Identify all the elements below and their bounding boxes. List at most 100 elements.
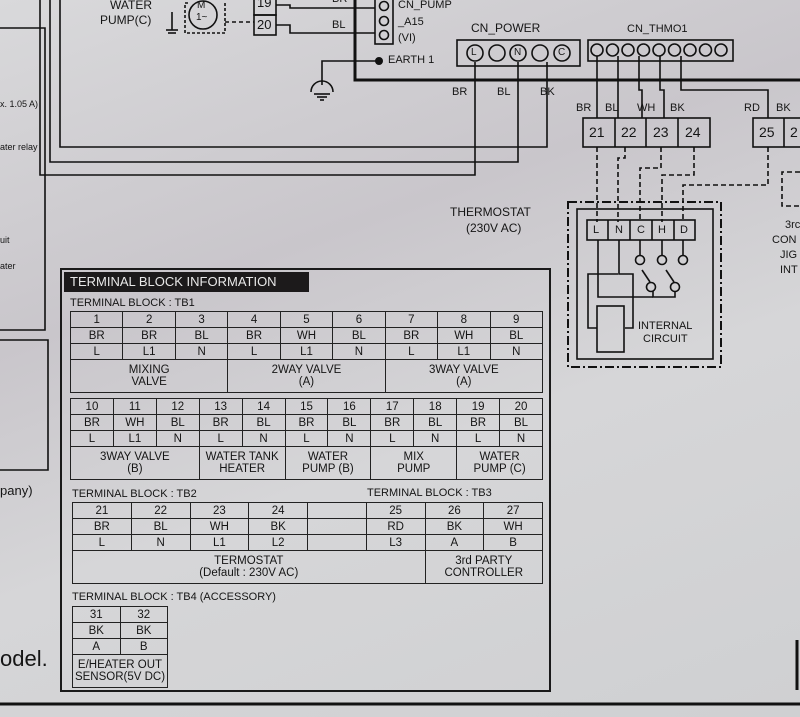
tb2-label: TERMINAL BLOCK : TB2 [72,488,197,500]
motor-label: 1~ [196,12,208,23]
panel-title: TERMINAL BLOCK INFORMATION [64,272,309,292]
motor-label: M [197,0,206,11]
table-cell: 10 [70,398,114,415]
table-cell: 31 [72,606,121,623]
table-cell: L1 [122,343,176,360]
left-text-fragment: ater relay [0,142,38,152]
water-pump-label: WATER [110,0,152,12]
table-cell: BR [70,414,114,431]
device-label: 3WAY VALVE(A) [384,359,544,393]
thermostat-pin: D [680,224,688,236]
terminal-20: 20 [257,17,272,32]
cn-thmo1-label: CN_THMO1 [627,23,688,35]
table-cell: L1 [437,343,491,360]
device-label-line: CONTROLLER [444,567,524,579]
wire-label: BK [540,86,555,98]
table-cell: L1 [189,534,250,551]
table-cell: 8 [437,311,491,328]
table-cell: BR [456,414,501,431]
table-cell: L2 [248,534,308,551]
table-cell: 19 [456,398,501,415]
table-cell: 22 [130,502,191,519]
cn-thmo1-pin [652,43,666,57]
table-cell: 15 [284,398,329,415]
tb4-label: TERMINAL BLOCK : TB4 (ACCESSORY) [72,591,276,603]
terminal-21: 21 [589,124,605,140]
table-cell: 18 [413,398,458,415]
table-cell: 7 [384,311,439,328]
cn-thmo1-pin [590,43,604,57]
table-cell: 6 [332,311,386,328]
cn-thmo1-pin [636,43,651,57]
table-cell: BL [155,414,200,431]
empty-cell [307,534,367,551]
left-text-fragment: x. 1.05 A) [0,99,39,109]
table-cell: BR [370,414,415,431]
table-cell: BR [72,518,132,535]
left-text-fragment: odel. [0,646,48,671]
table-cell: 21 [72,502,132,519]
table-cell: L [70,430,114,447]
table-cell: A [424,534,485,551]
device-label-line: MIX [403,451,424,463]
cn-thmo1-pin [698,43,713,57]
third-party-label: INT [780,264,798,276]
table-cell: N [241,430,286,447]
device-label-line: PUMP [397,463,431,475]
wire-label: WH [637,102,656,114]
table-cell: L1 [279,343,334,360]
table-cell: 20 [499,398,543,415]
terminal-26: 2 [790,124,798,140]
device-label-line: (B) [127,463,143,475]
device-label-line: WATER [479,451,520,463]
terminal-25: 25 [759,124,775,140]
table-cell: 3 [174,311,229,328]
device-label-line: 3WAY VALVE [100,451,170,463]
table-cell: WH [112,414,157,431]
device-label-line: (A) [298,376,315,388]
table-cell: L [284,430,329,447]
device-label-line: PUMP (B) [302,463,354,475]
table-cell: WH [279,327,334,344]
table-cell: B [483,534,543,551]
device-label-line: HEATER [219,463,266,475]
table-cell: 1 [69,311,124,328]
table-cell: 26 [424,502,485,519]
table-cell: N [174,343,229,360]
left-text-fragment: uit [0,235,10,245]
table-cell: N [155,430,200,447]
table-cell: 23 [189,502,250,519]
device-label-line: VALVE [131,376,167,388]
table-cell: 16 [327,398,372,415]
table-cell: N [130,534,191,551]
third-party-label: CON [772,234,797,246]
wire-label: BL [497,86,511,98]
cn-power-label: CN_POWER [471,21,541,35]
table-cell: BK [72,622,121,639]
table-cell: BK [424,518,485,535]
third-party-label: 3rc [785,219,800,231]
table-cell: RD [365,518,426,535]
wire-label: RD [744,102,760,114]
empty-cell [307,518,367,535]
table-cell: N [332,343,386,360]
device-label-line: 2WAY VALVE [271,364,342,376]
device-label-line: SENSOR(5V DC) [74,671,166,683]
table-cell: BR [122,327,176,344]
earth-label: EARTH 1 [388,54,435,66]
table-cell: 25 [365,502,426,519]
device-label-line: MIXING [128,364,170,376]
table-cell: 5 [279,311,334,328]
table-cell: WH [483,518,543,535]
